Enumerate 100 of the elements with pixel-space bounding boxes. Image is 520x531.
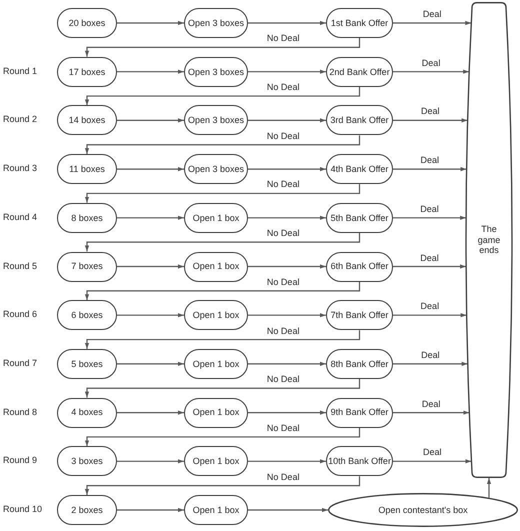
arrow <box>117 410 184 415</box>
process-box: 17 boxes <box>57 56 117 87</box>
arrow <box>248 264 326 269</box>
row-label: Round 3 <box>3 163 38 174</box>
arrow <box>84 282 360 300</box>
process-box: 7 boxes <box>57 252 117 282</box>
process-box: Open 3 boxes <box>184 154 248 184</box>
edge-label: No Deal <box>266 325 300 336</box>
arrow <box>117 313 184 318</box>
process-box: 3 boxes <box>57 446 117 476</box>
arrow <box>248 410 326 415</box>
arrow <box>117 508 184 512</box>
edge-label: Deal <box>420 106 441 117</box>
process-box: 10th Bank Offer <box>326 446 393 476</box>
arrow <box>84 428 360 446</box>
edge-label: No Deal <box>266 276 300 288</box>
arrow <box>393 264 466 269</box>
edge-label: Deal <box>420 398 442 409</box>
arrow <box>248 459 326 464</box>
process-box: Open 1 box <box>184 348 248 379</box>
process-box: 20 boxes <box>57 8 117 38</box>
process-box: Open 1 box <box>184 398 248 428</box>
row-label: Round 7 <box>3 358 38 368</box>
process-box: Open 3 boxes <box>184 56 248 87</box>
edge-label: No Deal <box>266 33 300 44</box>
arrow <box>84 86 360 106</box>
process-box: Open 3 boxes <box>184 8 248 38</box>
process-box: 1st Bank Offer <box>326 8 393 38</box>
arrow <box>84 378 360 398</box>
row-label: Round 9 <box>3 455 38 466</box>
process-box: 4 boxes <box>57 398 117 428</box>
arrow <box>248 70 326 74</box>
process-box: 8th Bank Offer <box>326 348 393 379</box>
process-box: 2 boxes <box>57 495 117 525</box>
arrow <box>248 20 326 26</box>
arrow <box>117 362 184 366</box>
arrow <box>248 167 326 172</box>
process-box: Open 3 boxes <box>184 105 248 136</box>
process-box: Open 1 box <box>184 202 248 233</box>
edge-label: Deal <box>420 301 440 312</box>
process-box: Open 1 box <box>184 300 248 330</box>
arrow <box>117 216 184 220</box>
process-box: 11 boxes <box>57 154 117 184</box>
arrow <box>248 216 326 220</box>
arrow <box>117 459 184 464</box>
edge-label: Deal <box>422 447 442 458</box>
arrow <box>248 508 328 512</box>
arrow <box>393 459 472 464</box>
arrow <box>393 118 468 122</box>
edge-label: No Deal <box>266 422 300 434</box>
row-label: Round 5 <box>3 260 38 271</box>
process-box: 9th Bank Offer <box>326 398 393 428</box>
row-label: Round 8 <box>3 406 38 417</box>
arrow <box>248 118 326 122</box>
process-box: Open 1 box <box>184 252 248 282</box>
edge-label: No Deal <box>266 179 300 190</box>
arrow <box>393 70 470 74</box>
arrow <box>248 313 326 318</box>
arrow <box>393 313 467 318</box>
process-box: 5th Bank Offer <box>326 202 393 233</box>
process-box: 8 boxes <box>57 202 117 233</box>
edge-label: Deal <box>420 58 442 68</box>
process-box: 7th Bank Offer <box>326 300 393 330</box>
arrow <box>117 264 184 269</box>
arrow <box>84 476 360 495</box>
process-box: 6th Bank Offer <box>326 252 393 282</box>
row-label: Round 4 <box>3 212 38 222</box>
process-box: Open 1 box <box>184 495 248 525</box>
edge-label: No Deal <box>266 130 300 141</box>
arrow <box>117 20 184 26</box>
edge-label: Deal <box>420 350 441 360</box>
process-box: 2nd Bank Offer <box>326 56 393 87</box>
edge-label: No Deal <box>266 374 300 384</box>
arrow <box>84 232 360 252</box>
arrow <box>84 38 360 57</box>
process-box: 14 boxes <box>57 105 117 136</box>
process-box: 5 boxes <box>57 348 117 379</box>
row-label: Round 10 <box>3 504 42 514</box>
arrow <box>117 70 184 74</box>
row-label: Round 1 <box>3 66 38 76</box>
row-label: Round 2 <box>3 114 38 125</box>
edge-label: Deal <box>419 252 440 263</box>
arrow <box>393 410 470 415</box>
row-label: Round 6 <box>3 309 38 320</box>
oval-node: Open contestant's box <box>328 493 518 527</box>
arrow <box>84 135 360 154</box>
edge-label: Deal <box>419 204 440 214</box>
arrow <box>84 330 360 349</box>
process-box: 3rd Bank Offer <box>326 105 393 136</box>
arrow <box>117 167 184 172</box>
arrow <box>486 478 492 498</box>
edge-label: Deal <box>422 8 442 20</box>
arrow <box>393 167 467 172</box>
arrow <box>248 362 326 366</box>
edge-label: No Deal <box>266 228 300 238</box>
end-terminator: The game ends <box>464 2 514 478</box>
process-box: 4th Bank Offer <box>326 154 393 184</box>
process-box: 6 boxes <box>57 300 117 330</box>
edge-label: No Deal <box>266 471 300 482</box>
arrow <box>84 184 360 203</box>
